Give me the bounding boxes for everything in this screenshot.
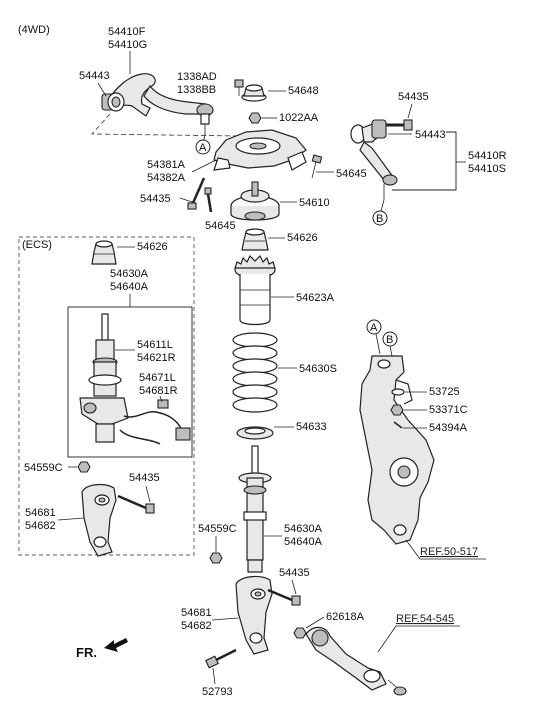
- callout-b-top: [372, 210, 388, 226]
- lower-fork-ecs: [81, 483, 117, 557]
- label-54382A: 54382A: [147, 172, 186, 184]
- label-54626-ecs: 54626: [137, 241, 168, 253]
- label-54410G: 54410G: [108, 39, 147, 51]
- label-54630A-main: 54630A: [284, 523, 323, 535]
- label-62618A: 62618A: [326, 611, 365, 623]
- bolt-54645-left: [204, 187, 213, 213]
- label-54682-ecs: 54682: [25, 520, 56, 532]
- label-54435-ecs: 54435: [129, 472, 160, 484]
- label-1022AA: 1022AA: [279, 112, 319, 124]
- bushing-left: [101, 92, 125, 112]
- label-54645-right: 54645: [336, 168, 367, 180]
- spring-pad: [236, 426, 274, 440]
- callout-a-left: [195, 139, 211, 155]
- label-54410F: 54410F: [108, 26, 146, 38]
- bump-stop-ecs: [91, 240, 117, 265]
- ref-54-545[interactable]: REF.54-545: [396, 613, 454, 625]
- label-54435-right: 54435: [398, 91, 429, 103]
- label-54681R: 54681R: [139, 385, 178, 397]
- label-54443-right: 54443: [415, 129, 446, 141]
- label-54630A-ecs: 54630A: [110, 268, 149, 280]
- lower-control-arm: [305, 626, 407, 696]
- upper-mount-54610: [230, 181, 280, 221]
- label-54681-ecs: 54681: [25, 507, 56, 519]
- label-54435-lower: 54435: [279, 567, 310, 579]
- front-arrow-icon: [104, 638, 128, 652]
- label-54611L: 54611L: [137, 339, 173, 351]
- nut-1022AA: [248, 112, 262, 124]
- label-54648: 54648: [288, 85, 319, 97]
- label-53725: 53725: [429, 386, 460, 398]
- label-54682-main: 54682: [181, 620, 212, 632]
- label-54630S: 54630S: [299, 363, 337, 375]
- ecs-strut: [79, 313, 191, 445]
- label-54610: 54610: [299, 197, 330, 209]
- callout-a-knuckle: [366, 319, 382, 335]
- callout-a-left-text: A: [199, 142, 207, 154]
- steering-knuckle: [359, 355, 435, 545]
- label-54645-left: 54645: [205, 220, 236, 232]
- ecs-strut-box: [67, 306, 193, 458]
- upper-arm-right: [350, 119, 398, 200]
- label-54559C-ecs: 54559C: [24, 462, 63, 474]
- label-54640A-main: 54640A: [284, 536, 323, 548]
- label-54559C-main: 54559C: [198, 523, 237, 535]
- label-54671L: 54671L: [139, 372, 176, 384]
- label-54410R: 54410R: [468, 150, 507, 162]
- main-strut: [238, 445, 272, 573]
- label-52793: 52793: [202, 686, 233, 698]
- callout-b-knuckle-text: B: [386, 334, 393, 346]
- label-54681-main: 54681: [181, 607, 212, 619]
- pin-54394A: [393, 421, 403, 429]
- label-54621R: 54621R: [137, 352, 176, 364]
- label-54435-left: 54435: [140, 193, 171, 205]
- bolt-54645-right: [311, 154, 323, 179]
- coil-spring: [232, 332, 278, 413]
- ref-50-517[interactable]: REF.50-517: [420, 546, 478, 558]
- label-1338AD: 1338AD: [177, 71, 217, 83]
- dust-cover: [234, 254, 276, 326]
- cap-54648: [241, 84, 267, 102]
- nut-54559C-ecs: [77, 461, 91, 473]
- bolt-1338: [234, 79, 244, 96]
- mount-bracket: [213, 129, 307, 171]
- bump-stop-main: [241, 228, 269, 251]
- bolt-54435-left: [187, 177, 206, 210]
- callout-b-top-text: B: [376, 213, 383, 225]
- label-54633: 54633: [296, 421, 327, 433]
- label-1338BB: 1338BB: [177, 84, 216, 96]
- front-label: FR.: [76, 645, 97, 660]
- ecs-label: (ECS): [22, 239, 52, 251]
- label-53371C: 53371C: [429, 404, 468, 416]
- label-54623A: 54623A: [296, 292, 335, 304]
- bolt-54435-ecs: [117, 494, 155, 514]
- lower-fork-main: [235, 575, 273, 655]
- label-54394A: 54394A: [429, 422, 468, 434]
- nut-54559C-main: [209, 552, 223, 564]
- label-54443-left: 54443: [79, 70, 110, 82]
- nut-62618A: [293, 627, 307, 639]
- variant-label: (4WD): [18, 24, 50, 36]
- label-54626-main: 54626: [287, 232, 318, 244]
- bolt-54435-lower: [267, 588, 301, 606]
- label-54410S: 54410S: [468, 163, 506, 175]
- label-54640A-ecs: 54640A: [110, 281, 149, 293]
- bolt-52793: [205, 648, 237, 669]
- callout-a-knuckle-text: A: [370, 322, 378, 334]
- label-54381A: 54381A: [147, 159, 186, 171]
- ecs-group-box: [18, 236, 195, 556]
- nut-53371C: [390, 404, 404, 416]
- washer-53725: [391, 388, 405, 396]
